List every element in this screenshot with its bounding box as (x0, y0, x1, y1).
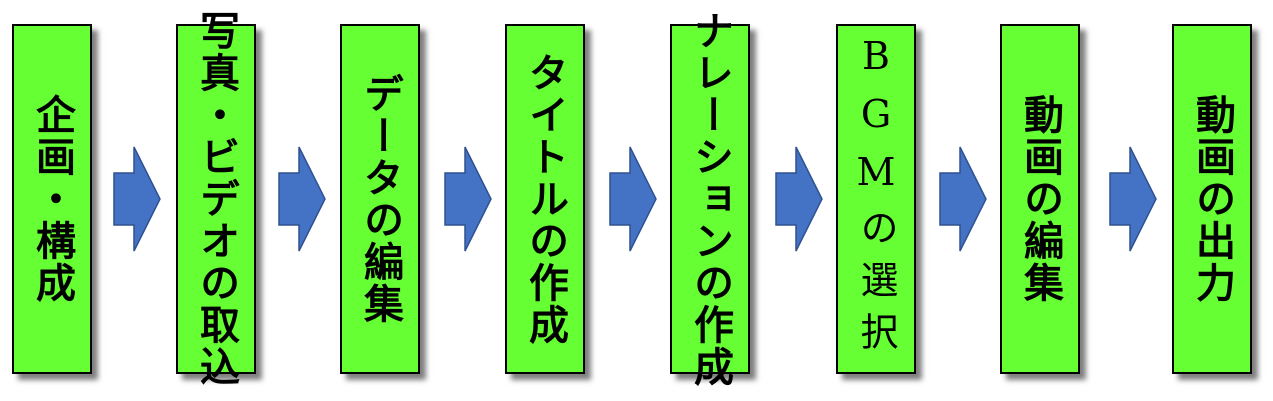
right-arrow-icon (113, 146, 161, 252)
step-create-narration: ナレーションの作成 (670, 10, 750, 388)
step-planning: 企画・構成 (12, 24, 92, 374)
step-label: ナレーションの作成 (687, 10, 733, 388)
step-label: タイトルの作成 (522, 52, 568, 346)
step-label: 動画の編集 (1017, 94, 1063, 304)
step-export-video: 動画の出力 (1172, 24, 1252, 374)
right-arrow-icon (609, 146, 657, 252)
step-label: 動画の出力 (1189, 94, 1235, 304)
step-label: データの編集 (357, 73, 403, 325)
step-select-bgm: BGMの選択 (836, 24, 916, 374)
step-edit-data: データの編集 (340, 24, 420, 374)
step-create-title: タイトルの作成 (505, 24, 585, 374)
step-label: BGMの選択 (854, 34, 898, 364)
step-label: 写真・ビデオの取込 (193, 10, 239, 388)
right-arrow-icon (775, 146, 823, 252)
right-arrow-icon (1109, 146, 1157, 252)
right-arrow-icon (939, 146, 987, 252)
step-import-photos-videos: 写真・ビデオの取込 (176, 10, 256, 388)
right-arrow-icon (278, 146, 326, 252)
step-label: 企画・構成 (29, 94, 75, 304)
right-arrow-icon (444, 146, 492, 252)
step-edit-video: 動画の編集 (1000, 24, 1080, 374)
